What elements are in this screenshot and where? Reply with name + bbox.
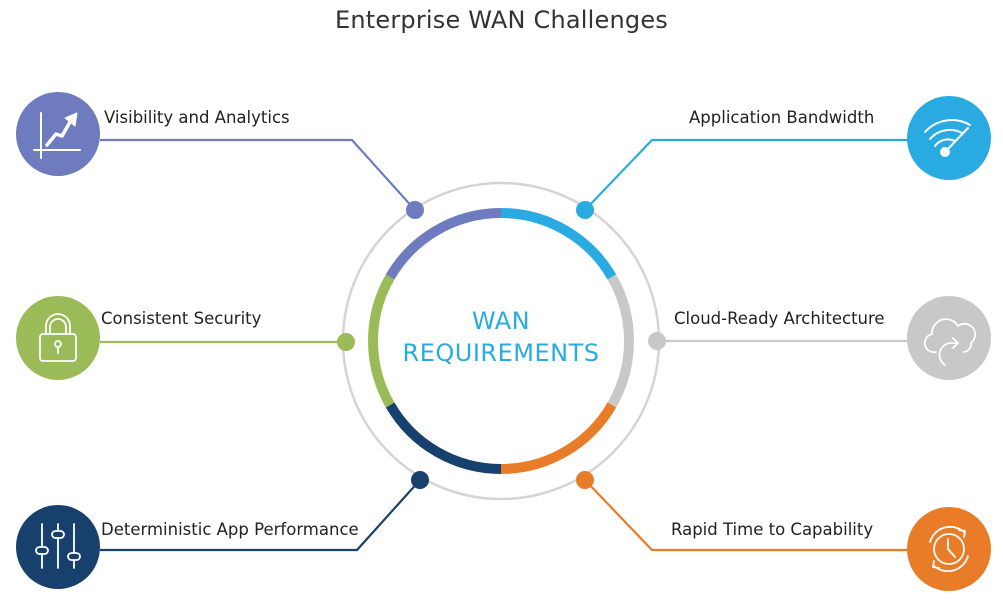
label-capability: Rapid Time to Capability [671,520,874,539]
item-visibility [16,92,100,176]
clock-refresh-icon [929,525,969,573]
item-security [16,296,100,380]
ring-segment-security [368,274,395,408]
center-title-line2: REQUIREMENTS [402,339,600,367]
label-bandwidth: Application Bandwidth [689,108,875,127]
dot-performance [411,471,429,489]
ring-segment-visibility [385,208,502,280]
label-security: Consistent Security [101,309,262,328]
diagram-title: Enterprise WAN Challenges [335,6,668,34]
dot-visibility [406,201,424,219]
center-title-line1: WAN [471,307,531,335]
ring-segment-capability [500,402,617,474]
label-performance: Deterministic App Performance [101,520,359,539]
ring-segment-performance [385,402,502,474]
item-performance [16,505,100,589]
ring-segment-cloud [607,274,634,408]
icon-bg-bandwidth [907,96,991,180]
wifi-gauge-icon [924,119,971,157]
dot-capability [576,471,594,489]
ring-segment-bandwidth [500,208,617,280]
connector-bandwidth [584,138,908,211]
item-bandwidth [907,96,991,180]
item-capability [907,507,991,591]
connector-capability [584,479,908,552]
dot-bandwidth [576,201,594,219]
item-cloud [907,296,991,380]
connector-performance [100,479,421,552]
label-cloud: Cloud-Ready Architecture [674,309,885,328]
label-visibility: Visibility and Analytics [104,108,290,127]
dot-cloud [648,332,666,350]
icon-bg-security [16,296,100,380]
inner-ring [368,208,634,474]
connector-visibility [100,138,416,211]
padlock-icon [39,313,77,362]
dot-security [337,333,355,351]
sliders-icon [35,523,81,569]
chart-trend-icon [33,112,81,159]
cloud-sync-icon [923,318,977,366]
icon-bg-cloud [907,296,991,380]
